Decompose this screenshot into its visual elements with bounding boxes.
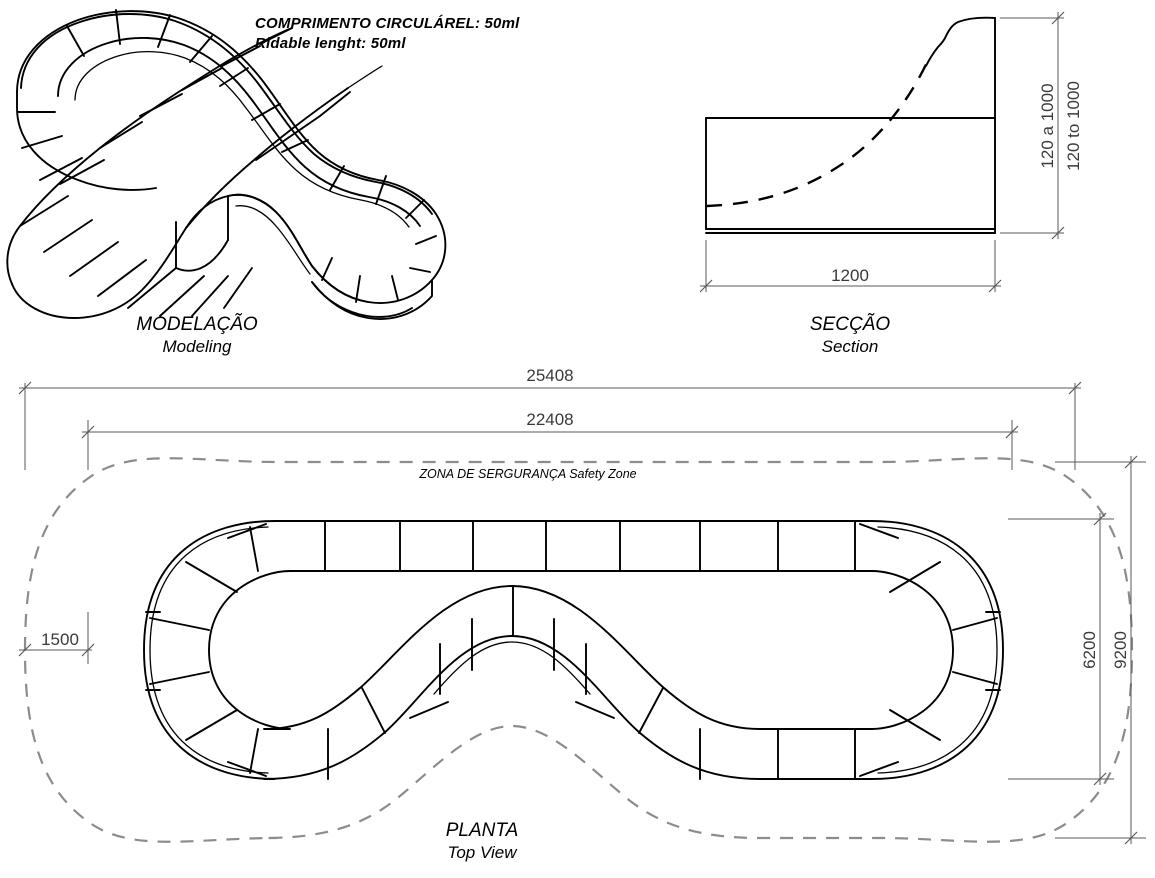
overall-length-dimension: 25408 — [18, 366, 1082, 470]
modeling-caption-en: Modeling — [163, 337, 233, 356]
overall-length-value: 25408 — [526, 366, 573, 385]
section-caption-pt: SECÇÃO — [810, 313, 890, 335]
plan-track-segments — [149, 520, 998, 780]
section-width-value: 1200 — [831, 266, 869, 285]
plan-caption-pt: PLANTA — [446, 820, 519, 841]
track-length-dimension: 22408 — [81, 410, 1019, 470]
track-width-dimension: 6200 — [1008, 512, 1114, 786]
section-width-dimension: 1200 — [699, 240, 1002, 293]
section-caption-en: Section — [822, 337, 879, 356]
plan-caption-en: Top View — [448, 843, 519, 862]
modeling-view — [6, 9, 447, 320]
section-height-dimension: 120 a 1000 120 to 1000 — [1000, 11, 1083, 240]
plan-transition-ticks — [145, 523, 1001, 777]
overall-width-dimension: 9200 — [1055, 455, 1146, 845]
modeling-caption-pt: MODELAÇÃO — [136, 313, 258, 335]
ridable-length-note-en: Ridable lenght: 50ml — [255, 35, 406, 52]
section-height-value-en: 120 to 1000 — [1064, 81, 1083, 171]
track-length-value: 22408 — [526, 410, 573, 429]
safety-zone-label: ZONA DE SERGURANÇA Safety Zone — [418, 467, 636, 481]
safety-zone-boundary — [23, 457, 1134, 843]
track-width-value: 6200 — [1080, 631, 1099, 669]
section-view — [705, 16, 996, 234]
overall-width-value: 9200 — [1111, 631, 1130, 669]
ridable-length-note-pt: COMPRIMENTO CIRCULÁREL: 50ml — [255, 15, 520, 32]
plan-track-outline — [143, 520, 1004, 780]
safety-offset-dimension: 1500 — [18, 612, 95, 664]
safety-offset-value: 1500 — [41, 630, 79, 649]
section-height-value-pt: 120 a 1000 — [1038, 83, 1057, 168]
